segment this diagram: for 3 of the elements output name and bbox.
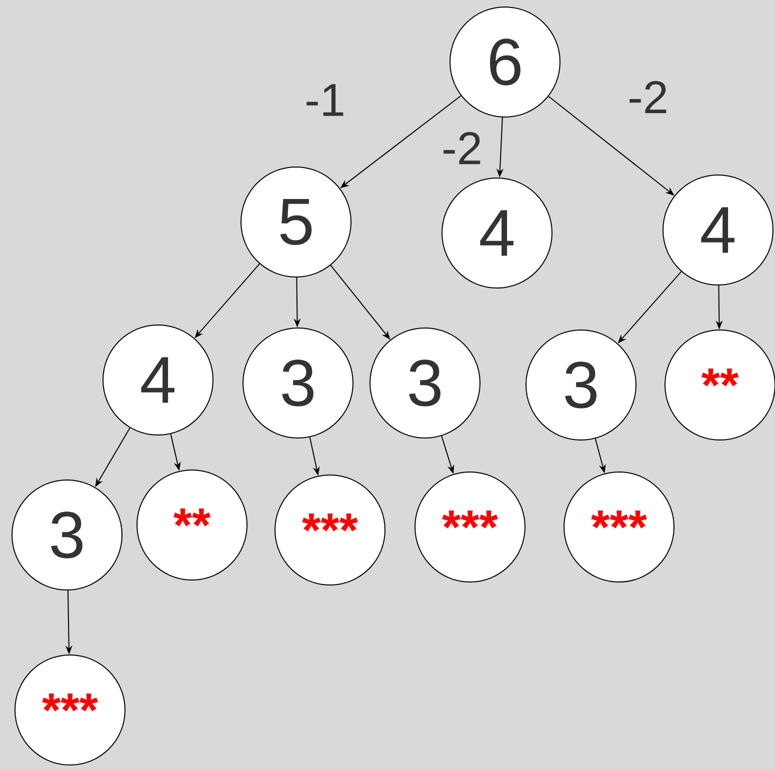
edge-label: -1 <box>304 83 346 117</box>
edge-label: -2 <box>440 130 484 166</box>
edge-label: -2 <box>626 80 670 114</box>
